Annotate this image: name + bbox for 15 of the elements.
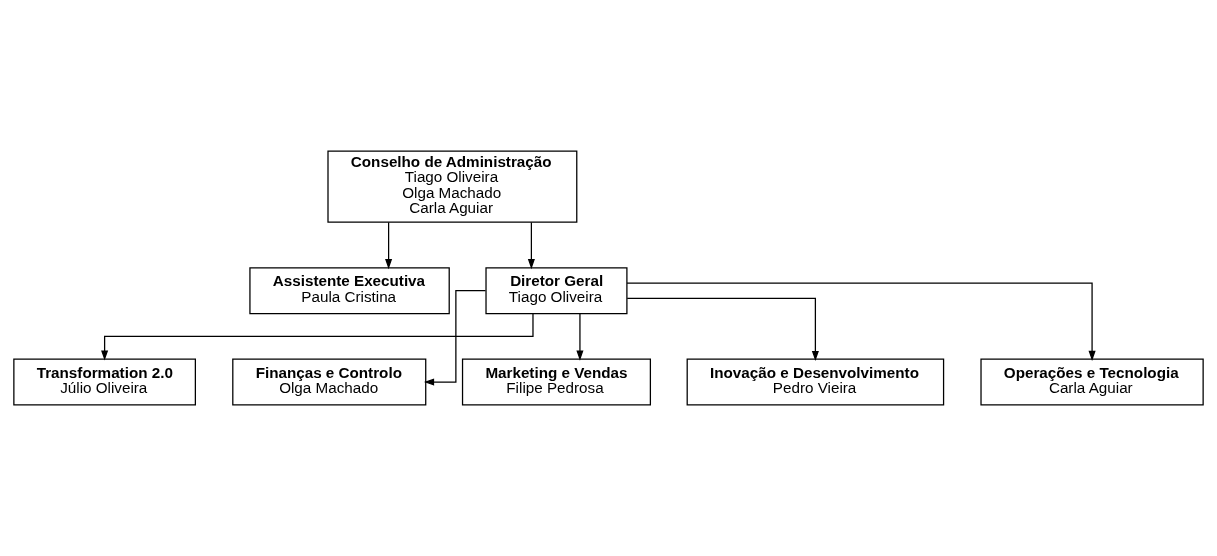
node-box: Diretor Geral Tiago Oliveira [485, 267, 628, 315]
node-box: Operações e Tecnologia Carla Aguiar [980, 358, 1204, 406]
node-box: Inovação e Desenvolvimento Pedro Vieira [686, 358, 945, 406]
arrow [527, 221, 535, 270]
node-box: Conselho de Administração Tiago Oliveira Olga Machado Carla Aguiar [327, 150, 578, 223]
node-box: Assistente Executiva Paula Cristina [249, 267, 450, 315]
arrow [385, 221, 393, 270]
arrow [626, 282, 1096, 362]
node-box: Finanças e Controlo Olga Machado [232, 358, 427, 406]
arrow [626, 297, 819, 362]
arrow [576, 313, 584, 361]
node-box: Marketing e Vendas Filipe Pedrosa [461, 358, 651, 406]
node-box: Transformation 2.0 Júlio Oliveira [13, 358, 196, 406]
arrow [423, 290, 487, 386]
arrow [101, 313, 534, 361]
